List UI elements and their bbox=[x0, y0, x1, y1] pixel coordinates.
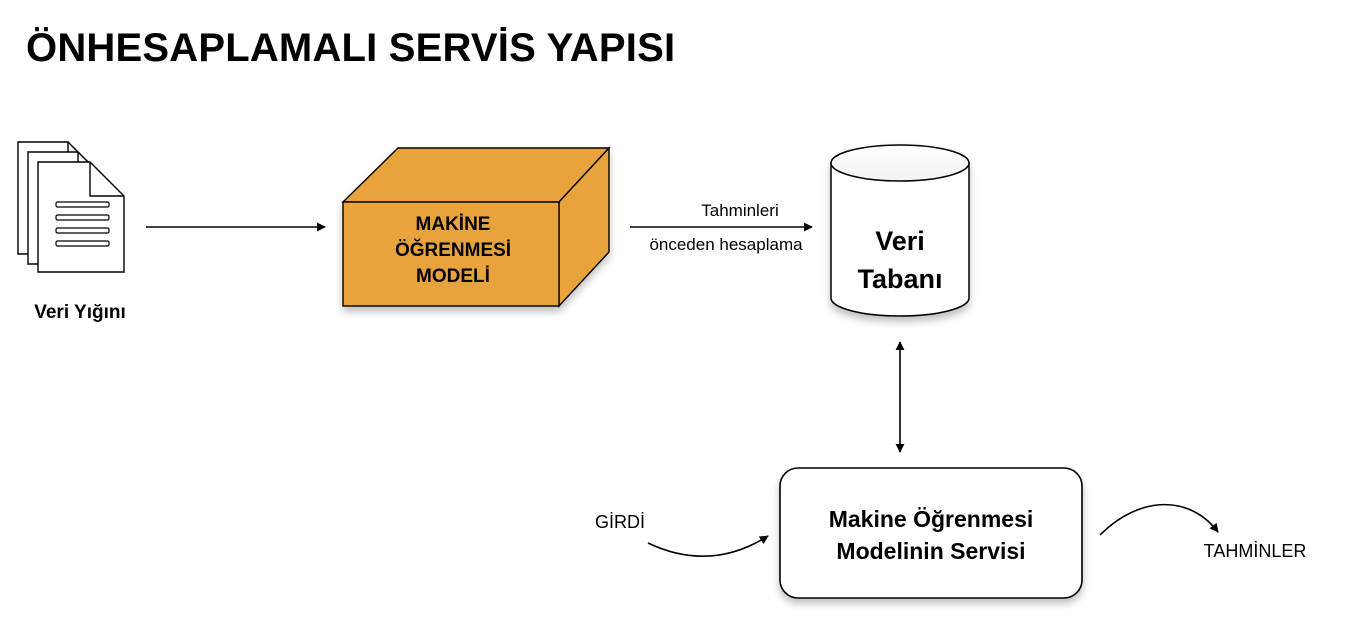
page-title: ÖNHESAPLAMALI SERVİS YAPISI bbox=[26, 26, 676, 70]
output-label: TAHMİNLER bbox=[1203, 541, 1307, 561]
ml-model-label-line: ÖĞRENMESİ bbox=[394, 240, 512, 261]
model-box-front bbox=[342, 201, 560, 307]
model-service-label-line: Modelinin Servisi bbox=[836, 538, 1026, 564]
model-service-label-line: Makine Öğrenmesi bbox=[828, 506, 1034, 532]
model-service-box bbox=[779, 467, 1083, 599]
edge-label-bottom: önceden hesaplama bbox=[649, 235, 803, 254]
input-label: GİRDİ bbox=[594, 512, 645, 532]
ml-model-label: MAKİNE ÖĞRENMESİ MODELİ bbox=[348, 212, 558, 290]
database-label-line: Veri bbox=[875, 226, 925, 256]
ml-model-label-line: MAKİNE bbox=[415, 214, 491, 235]
data-stack-label: Veri Yığını bbox=[34, 302, 126, 323]
model-service-label: Makine Öğrenmesi Modelinin Servisi bbox=[780, 503, 1082, 567]
ml-model-label-line: MODELİ bbox=[416, 266, 490, 287]
edge-label-top: Tahminleri bbox=[701, 201, 779, 220]
database-cylinder-icon bbox=[830, 144, 970, 317]
edge-output bbox=[1099, 503, 1219, 536]
database-label-line: Tabanı bbox=[857, 264, 943, 294]
box-3d-icon bbox=[341, 146, 611, 308]
edge-input bbox=[647, 535, 769, 557]
database-label: Veri Tabanı bbox=[830, 222, 970, 298]
document-stack-icon bbox=[17, 141, 125, 273]
